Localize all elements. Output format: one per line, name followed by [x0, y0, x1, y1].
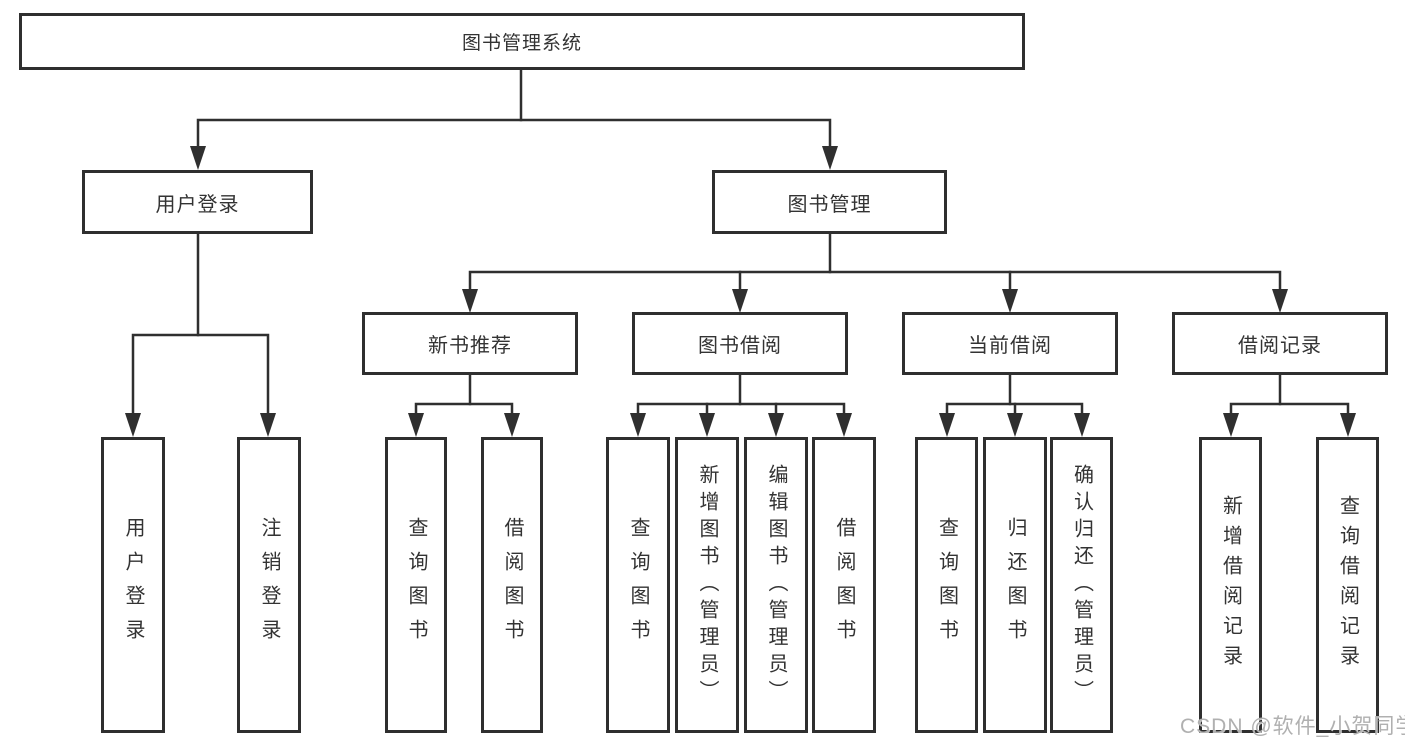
leaf-confirm-return-admin: 确认归还（管理员）: [1050, 437, 1113, 733]
node-label: 查询图书: [935, 517, 958, 653]
leaf-add-borrow-record: 新增借阅记录: [1199, 437, 1262, 733]
node-book-management: 图书管理: [712, 170, 947, 234]
leaf-return-books: 归还图书: [983, 437, 1047, 733]
node-label: 新增图书（管理员）: [696, 463, 718, 707]
node-library-management-system: 图书管理系统: [19, 13, 1025, 70]
leaf-borrow-books-borrowing: 借阅图书: [812, 437, 876, 733]
watermark: CSDN @软件_小贺同学: [1180, 715, 1405, 738]
node-new-book-recommendation: 新书推荐: [362, 312, 578, 375]
node-label: 查询图书: [405, 517, 427, 653]
node-label: 借阅记录: [1238, 335, 1322, 357]
node-user-login: 用户登录: [82, 170, 313, 234]
node-label: 编辑图书（管理员）: [765, 463, 787, 707]
node-label: 用户登录: [155, 193, 240, 216]
leaf-user-login: 用户登录: [101, 437, 165, 733]
leaf-logout: 注销登录: [237, 437, 301, 733]
leaf-edit-books-admin: 编辑图书（管理员）: [744, 437, 808, 733]
node-label: 用户登录: [122, 517, 144, 653]
node-label: 确认归还（管理员）: [1070, 463, 1093, 707]
node-book-borrowing: 图书借阅: [632, 312, 848, 375]
leaf-search-books-recommend: 查询图书: [385, 437, 447, 733]
node-label: 查询借阅记录: [1336, 495, 1359, 675]
leaf-borrow-books-recommend: 借阅图书: [481, 437, 543, 733]
leaf-search-books-borrowing: 查询图书: [606, 437, 670, 733]
node-borrowing-records: 借阅记录: [1172, 312, 1388, 375]
node-label: 图书管理系统: [461, 33, 582, 54]
leaf-search-books-current: 查询图书: [915, 437, 978, 733]
node-label: 查询图书: [627, 517, 649, 653]
leaf-add-books-admin: 新增图书（管理员）: [675, 437, 739, 733]
node-label: 图书借阅: [698, 335, 782, 357]
node-label: 归还图书: [1004, 517, 1026, 653]
node-label: 新增借阅记录: [1219, 495, 1242, 675]
node-current-borrowing: 当前借阅: [902, 312, 1118, 375]
node-label: 借阅图书: [833, 517, 855, 653]
node-label: 借阅图书: [501, 517, 523, 653]
node-label: 图书管理: [787, 193, 872, 216]
leaf-search-borrow-record: 查询借阅记录: [1316, 437, 1379, 733]
node-label: 新书推荐: [428, 335, 512, 357]
node-label: 当前借阅: [968, 335, 1052, 357]
node-label: 注销登录: [258, 517, 280, 653]
